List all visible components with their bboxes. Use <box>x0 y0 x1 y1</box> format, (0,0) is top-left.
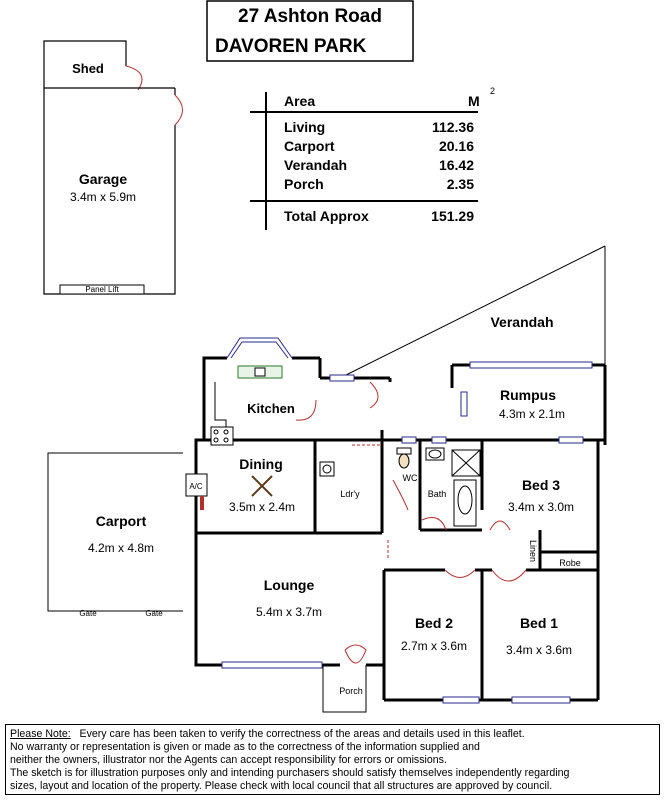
room-label-verandah: Verandah <box>490 314 553 330</box>
area-total-label: Total Approx <box>284 208 369 224</box>
title-address: 27 Ashton Road <box>238 6 382 27</box>
room-label-carport: Carport <box>96 513 147 529</box>
disclaimer-note: Please Note: Every care has been taken t… <box>5 724 660 795</box>
room-label-bed2: Bed 2 <box>415 615 453 631</box>
room-dims-garage: 3.4m x 5.9m <box>70 190 136 204</box>
room-label-shed: Shed <box>72 61 104 76</box>
area-row-value: 112.36 <box>432 119 474 135</box>
door-swings <box>200 381 527 664</box>
disclaimer-text: Every care has been taken to verify the … <box>79 728 525 740</box>
room-dims-bed2: 2.7m x 3.6m <box>401 639 467 653</box>
disclaimer-line-2: No warranty or representation is given o… <box>10 741 480 753</box>
room-label-bed3: Bed 3 <box>522 477 560 493</box>
panel-lift-label: Panel Lift <box>85 285 119 294</box>
room-dims-rumpus: 4.3m x 2.1m <box>499 407 565 421</box>
ceiling-fan-icon <box>251 475 273 497</box>
floor-plan: 27 Ashton Road DAVOREN PARK Area M 2 Liv… <box>43 0 607 713</box>
room-label-wc: WC <box>403 473 418 483</box>
shed-garage <box>43 40 183 295</box>
area-row-value: 20.16 <box>439 138 474 154</box>
house-walls <box>194 356 607 702</box>
disclaimer-line-1: Please Note: Every care has been taken t… <box>10 728 655 741</box>
area-row-label: Verandah <box>284 157 347 173</box>
room-dims-lounge: 5.4m x 3.7m <box>256 605 322 619</box>
room-label-kitchen: Kitchen <box>247 401 295 416</box>
area-row-label: Living <box>284 119 325 135</box>
kitchen-benches <box>210 365 283 446</box>
room-dims-dining: 3.5m x 2.4m <box>229 500 295 514</box>
room-dims-bed1: 3.4m x 3.6m <box>506 643 572 657</box>
disclaimer-line-3: neither the owners, illustrator nor the … <box>10 754 447 766</box>
title-block: 27 Ashton Road DAVOREN PARK <box>206 0 414 62</box>
area-table: Area M 2 Living 112.36 Carport 20.16 Ver… <box>250 86 495 230</box>
porch-outline <box>322 665 367 713</box>
room-dims-carport: 4.2m x 4.8m <box>88 541 154 555</box>
room-label-linen: Linen <box>528 540 538 562</box>
disclaimer-line-4: The sketch is for illustration purposes … <box>10 767 570 779</box>
area-row-value: 16.42 <box>439 157 474 173</box>
gate-label: Gate <box>79 609 97 618</box>
disclaimer-line-5: sizes, layout and location of the proper… <box>10 780 553 792</box>
disclaimer-heading: Please Note: <box>10 728 71 740</box>
room-label-bath: Bath <box>428 489 447 499</box>
gate-label: Gate <box>145 609 163 618</box>
area-header-sup: 2 <box>490 86 495 96</box>
room-label-porch: Porch <box>339 686 363 696</box>
area-row-value: 2.35 <box>447 176 474 192</box>
room-label-rumpus: Rumpus <box>500 387 556 403</box>
ac-unit <box>185 473 208 497</box>
area-total-value: 151.29 <box>431 208 474 224</box>
area-row-label: Porch <box>284 176 324 192</box>
verandah-outline <box>339 245 606 379</box>
area-header-label: Area <box>284 93 315 109</box>
room-label-laundry: Ldr'y <box>340 489 360 499</box>
room-label-bed1: Bed 1 <box>520 615 558 631</box>
area-header-unit: M <box>468 93 480 109</box>
room-dims-bed3: 3.4m x 3.0m <box>508 500 574 514</box>
room-label-dining: Dining <box>239 456 283 472</box>
room-label-garage: Garage <box>79 171 127 187</box>
room-label-robe: Robe <box>559 558 581 568</box>
title-suburb: DAVOREN PARK <box>215 36 367 57</box>
windows <box>221 337 593 704</box>
carport-outline <box>47 452 183 612</box>
ac-label: A/C <box>189 482 203 491</box>
area-row-label: Carport <box>284 138 335 154</box>
wet-areas <box>319 447 481 527</box>
room-label-lounge: Lounge <box>264 577 315 593</box>
